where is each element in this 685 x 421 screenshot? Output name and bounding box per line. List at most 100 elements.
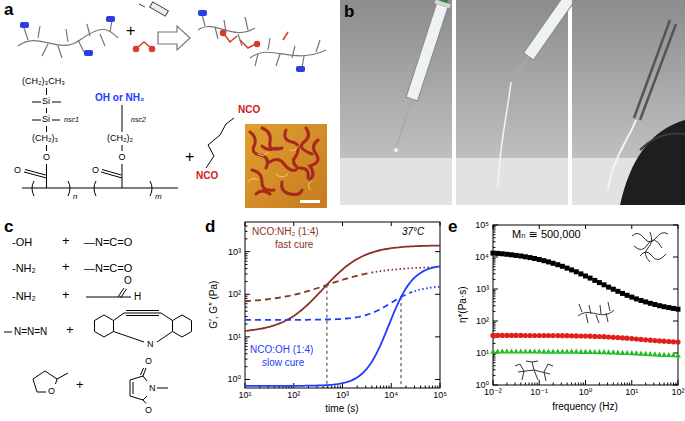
figure-shape: [46, 126, 47, 132]
figure-shape: [101, 170, 122, 179]
square-marker: [495, 251, 500, 256]
tick-mark: [337, 386, 338, 389]
tick-mark: [245, 294, 250, 295]
square-marker: [602, 282, 607, 287]
guide-line: [326, 285, 327, 388]
square-marker: [620, 291, 625, 296]
tick-mark: [493, 266, 496, 267]
circle-marker: [537, 333, 542, 338]
tick-mark: [627, 383, 628, 386]
figure-shape: [406, 2, 448, 101]
tick-mark: [493, 225, 498, 226]
repeat-index: m: [155, 192, 162, 201]
repeat-index: n: [73, 192, 77, 201]
data-markers: [490, 251, 681, 358]
figure-shape: [130, 376, 147, 400]
axis-ticks: [493, 225, 678, 385]
tick-mark: [631, 380, 632, 385]
guide-line: [401, 297, 402, 388]
tick-mark: [493, 301, 496, 302]
circle-marker: [527, 333, 532, 338]
figure-shape: [262, 128, 282, 149]
tick-mark: [420, 386, 421, 389]
tick-mark: [245, 253, 248, 254]
tick-mark: [493, 237, 496, 238]
figure-shape: [340, 0, 452, 205]
circle-marker: [578, 333, 583, 338]
triangle-marker: [490, 348, 496, 353]
square-marker: [528, 255, 533, 260]
tick-mark: [414, 386, 415, 389]
figure-shape: [632, 233, 668, 242]
tick-mark: [673, 257, 678, 258]
atom-label: O: [14, 165, 21, 175]
square-marker: [671, 306, 676, 311]
figure-shape: [310, 140, 318, 180]
atom-label: O: [119, 152, 126, 162]
tick-mark: [435, 386, 436, 389]
tick-label: 10³: [228, 247, 241, 257]
figure-shape: [515, 361, 553, 381]
square-marker: [560, 264, 565, 269]
triangle-marker: [560, 349, 566, 354]
figure-shape: [122, 164, 123, 188]
tick-label: 10⁵: [475, 220, 489, 230]
atom-label: O: [124, 275, 132, 287]
tick-mark: [435, 294, 440, 295]
figure-shape: [640, 252, 666, 260]
square-marker: [578, 271, 583, 276]
figure-shape: [255, 38, 320, 68]
tick-mark: [493, 264, 496, 265]
tick-mark: [371, 386, 372, 389]
triangle-marker: [620, 350, 626, 355]
triangle-marker: [657, 352, 663, 357]
tick-mark: [245, 336, 250, 337]
circle-marker: [569, 333, 574, 338]
figure-shape: [224, 34, 237, 42]
figure-shape: [84, 50, 93, 56]
circle-marker: [620, 335, 625, 340]
tick-mark: [631, 225, 632, 229]
tick-label: 10⁴: [475, 252, 489, 262]
square-marker: [662, 304, 667, 309]
tick-mark: [678, 225, 679, 229]
triangle-marker: [587, 349, 593, 354]
tick-mark: [357, 386, 358, 389]
panel-letter: b: [344, 2, 354, 22]
plot-frame: [245, 222, 440, 388]
figure-shape: [22, 188, 178, 189]
panel-letter: e: [448, 217, 457, 237]
chemical-group: (CH₂)₂: [107, 133, 133, 143]
crosslinker: [134, 31, 289, 52]
circle-marker: [606, 334, 611, 339]
atom-label: Si: [42, 96, 50, 106]
figure-shape: [46, 108, 47, 113]
functional-group: -NH₂: [12, 290, 36, 303]
circle-marker: [583, 334, 588, 339]
tick-mark: [599, 383, 600, 386]
loss-modulus-curve: [411, 287, 440, 293]
bottlebrush-cartoon: [578, 302, 614, 323]
circle-marker: [643, 337, 648, 342]
tick-label: 10⁴: [384, 390, 398, 400]
tick-mark: [493, 257, 498, 258]
circle-marker: [495, 333, 500, 338]
figure-shape: [150, 2, 169, 16]
tick-mark: [581, 383, 582, 386]
tick-label: 10⁰: [227, 374, 241, 384]
figure-shape: [634, 20, 676, 120]
tick-mark: [670, 383, 671, 386]
atom-label: O: [48, 386, 55, 396]
tick-mark: [245, 366, 248, 367]
triangle-marker: [574, 349, 580, 354]
tick-label: 10⁻¹: [530, 387, 548, 397]
figure-shape: [248, 146, 312, 190]
tick-label: 10⁰: [475, 380, 489, 390]
figure-shape: [18, 29, 118, 46]
figure-shape: [150, 47, 155, 52]
figure-shape: [122, 145, 123, 151]
tick-mark: [245, 251, 250, 252]
tick-mark: [389, 386, 390, 389]
circle-marker: [532, 333, 537, 338]
figure-shape: [198, 10, 207, 16]
